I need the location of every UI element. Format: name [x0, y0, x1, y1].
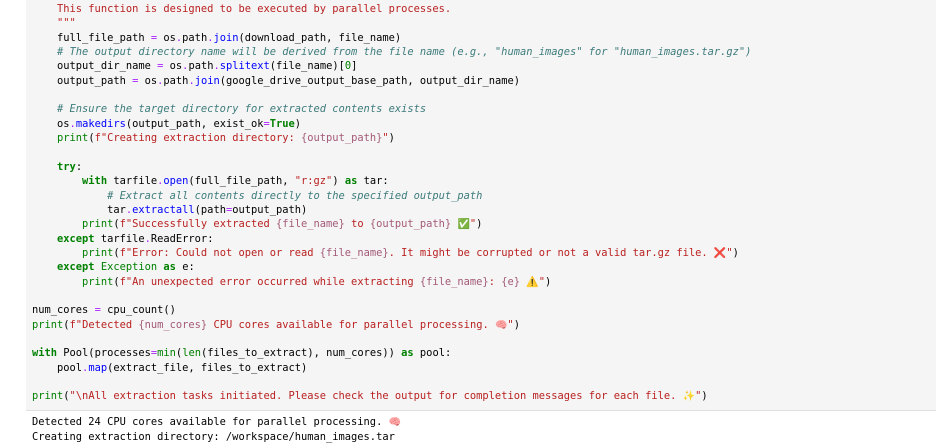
code-cell-input[interactable] [26, 0, 936, 410]
code-line: output_dir_name = os.path.splitext(file_… [32, 60, 358, 73]
code-line: # The output directory name will be deri… [57, 46, 752, 59]
code-line: pool.map(extract_file, files_to_extract) [32, 361, 308, 374]
code-line: print(f"An unexpected error occurred whi… [82, 275, 552, 288]
code-line: with Pool(processes=min(len(files_to_ext… [32, 347, 452, 360]
cell-output: Detected 24 CPU cores available for para… [26, 412, 936, 446]
cell-divider [26, 410, 936, 411]
code-line: try: [57, 160, 83, 173]
output-line: Creating extraction directory: /workspac… [32, 430, 395, 443]
code-line: print(f"Error: Could not open or read {f… [82, 246, 739, 259]
code-line: print(f"Creating extraction directory: {… [57, 132, 395, 145]
output-line: Detected 24 CPU cores available for para… [32, 416, 402, 428]
code-line: # Ensure the target directory for extrac… [57, 103, 427, 116]
code-line: # Extract all contents directly to the s… [107, 189, 483, 202]
code-line: except Exception as e: [57, 261, 195, 274]
code-line: output_path = os.path.join(google_drive_… [32, 74, 521, 87]
code-line: print("\nAll extraction tasks initiated.… [32, 390, 708, 403]
code-line: print(f"Successfully extracted {file_nam… [82, 218, 483, 231]
code-line: except tarfile.ReadError: [57, 232, 214, 245]
code-line: print(f"Detected {num_cores} CPU cores a… [32, 318, 520, 331]
code-line: num_cores = cpu_count() [32, 304, 176, 317]
code-line: """ [32, 17, 76, 30]
code-line: with tarfile.open(full_file_path, "r:gz"… [82, 175, 389, 188]
code-line: full_file_path = os.path.join(download_p… [32, 31, 402, 44]
code-line: os.makedirs(output_path, exist_ok=True) [32, 117, 302, 130]
code-line: This function is designed to be executed… [32, 3, 452, 15]
code-line: tar.extractall(path=output_path) [32, 203, 308, 216]
